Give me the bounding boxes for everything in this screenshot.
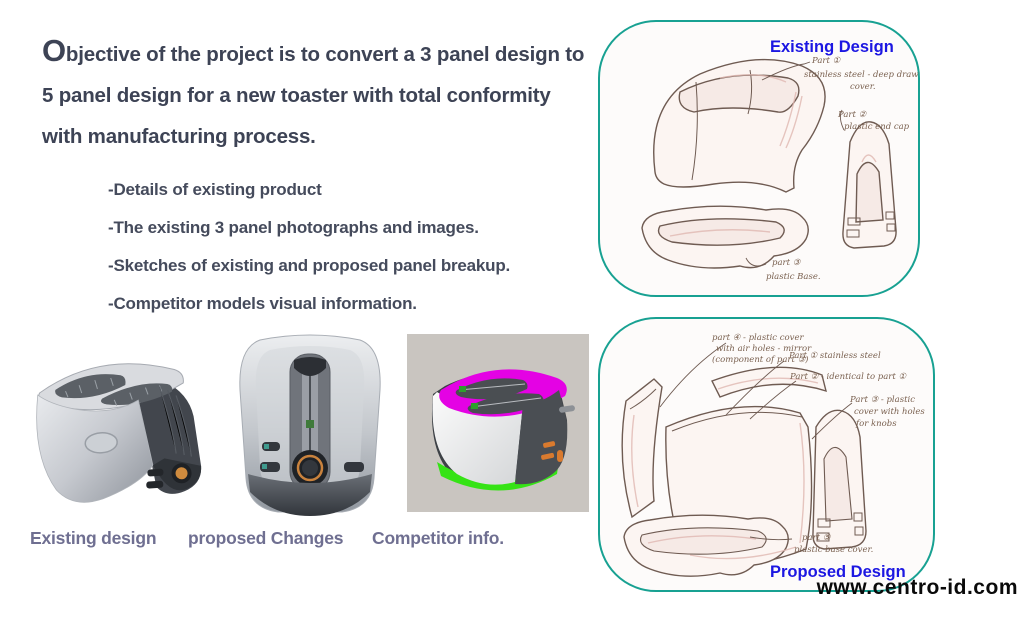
objective-text: bjective of the project is to convert a … [42,43,585,148]
toaster-buttons [146,468,164,489]
annotation: for knobs [856,419,897,429]
proposed-toaster-image [226,328,394,522]
annotation: plastic Base. [766,272,821,282]
annotation: part ⑤ [802,533,831,543]
annotation: plastic base cover. [794,545,874,555]
existing-design-sketch [641,58,897,269]
toaster-side-buttons [260,442,364,472]
right-end-cap [515,390,568,485]
toaster-dial [292,450,328,486]
objective-heading: Objective of the project is to convert a… [42,30,602,157]
annotation: part ③ [772,258,801,268]
website-url: www.centro-id.com [816,576,1018,599]
proposed-design-panel: part ④ - plastic cover with air holes - … [598,317,935,592]
annotation: cover. [850,82,876,92]
caption-competitor-info: Competitor info. [372,528,504,548]
bullet-list: -Details of existing product -The existi… [108,180,588,332]
proposed-design-title: Proposed Design [770,563,906,581]
annotation: Part ② [838,110,867,120]
annotation: Part ② - identical to part ① [790,372,907,382]
annotation: with air holes - mirror [716,344,812,354]
bullet-item: -Competitor models visual information. [108,294,417,313]
existing-design-panel: Existing Design Part ① stainless steel -… [598,20,920,297]
toaster-badge [84,432,118,454]
annotation: stainless steel - deep draw [804,70,919,80]
existing-design-title: Existing Design [770,38,894,56]
leader-lines [745,61,845,267]
toaster-knob [171,463,192,484]
toaster-base [248,474,372,516]
annotation: cover with holes [854,407,925,417]
leader-lines [659,342,853,541]
bullet-item: -The existing 3 panel photographs and im… [108,218,479,237]
cad-buttons [541,441,563,462]
annotation: (component of part ③) [712,355,809,365]
objective-lead-letter: O [42,33,66,68]
annotation: Part ① [812,56,841,66]
bullet-item: -Sketches of existing and proposed panel… [108,256,511,275]
toaster-render [36,363,202,503]
annotation: Part ① stainless steel [789,351,881,361]
toaster-lever [294,357,326,376]
annotation: Part ③ - plastic [850,395,915,405]
existing-toaster-image [12,330,217,520]
caption-existing-design: Existing design [30,528,157,548]
annotation: part ④ - plastic cover [712,333,804,343]
proposed-design-sketch [621,342,867,577]
competitor-toaster-image [407,334,589,512]
annotation: plastic end cap [844,122,910,132]
bullet-item: -Details of existing product [108,180,322,199]
caption-proposed-changes: proposed Changes [188,528,344,548]
